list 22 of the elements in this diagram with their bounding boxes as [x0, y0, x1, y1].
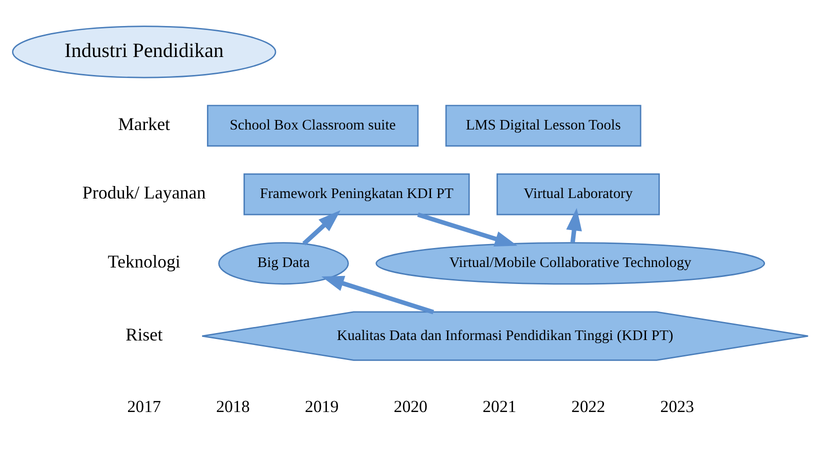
node-box: School Box Classroom suite — [206, 104, 419, 147]
label: 2018 — [216, 397, 250, 416]
arrow — [566, 208, 582, 243]
arrow — [321, 276, 434, 314]
node-box: LMS Digital Lesson Tools — [445, 104, 642, 147]
label: Produk/ Layanan — [82, 182, 206, 203]
node-ellipse: Industri Pendidikan — [12, 26, 276, 78]
label: 2023 — [660, 397, 694, 416]
label: 2022 — [571, 397, 606, 416]
label: 2019 — [304, 397, 339, 416]
node-ellipse: Virtual/Mobile Collaborative Technology — [376, 242, 766, 285]
label: Market — [118, 114, 170, 134]
arrow — [417, 212, 518, 247]
label: Teknologi — [108, 252, 180, 272]
label: 2021 — [482, 397, 516, 416]
node-box: Virtual Laboratory — [496, 173, 660, 216]
label: 2020 — [394, 397, 428, 416]
label: Riset — [126, 324, 163, 344]
arrow — [302, 210, 341, 246]
node-box: Framework Peningkatan KDI PT — [244, 173, 470, 216]
node-ellipse: Big Data — [218, 242, 349, 285]
label: 2017 — [127, 397, 161, 416]
